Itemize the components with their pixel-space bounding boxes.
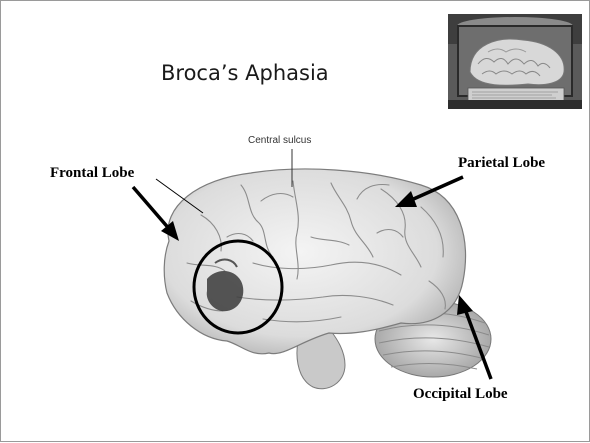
central-sulcus-label: Central sulcus: [248, 135, 311, 146]
lesion: [207, 271, 244, 311]
parietal-lobe-label: Parietal Lobe: [458, 155, 545, 172]
frontal-lobe-label: Frontal Lobe: [50, 165, 134, 182]
occipital-lobe-label: Occipital Lobe: [413, 386, 508, 403]
